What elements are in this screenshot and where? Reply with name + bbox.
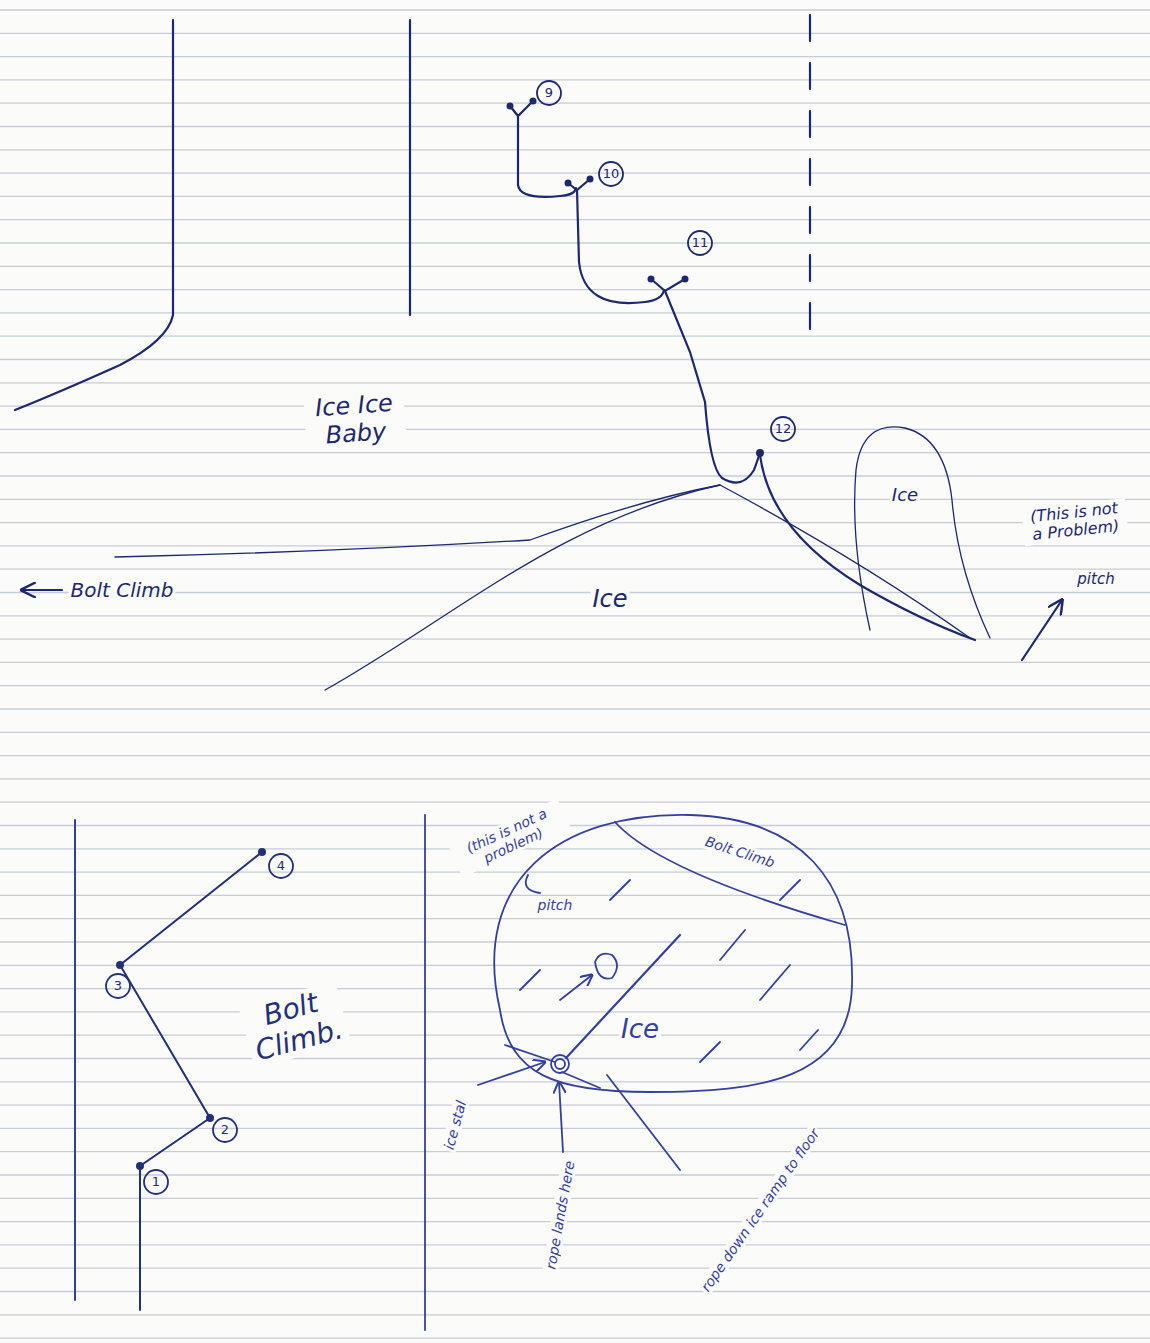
ruled-line: [0, 615, 1150, 616]
ruled-line: [0, 802, 1150, 803]
ruled-line: [0, 475, 1150, 476]
callout-number: 4: [277, 859, 285, 874]
ruled-line: [0, 1081, 1150, 1082]
ruled-line: [0, 1058, 1150, 1059]
ruled-line: [0, 1268, 1150, 1269]
ruled-line: [0, 965, 1150, 966]
ruled-line: [0, 522, 1150, 523]
callout-number: 2: [221, 1123, 229, 1138]
note: (this is not a problem): [449, 798, 570, 877]
ruled-line: [0, 825, 1150, 826]
ruled-line: [0, 1221, 1150, 1222]
ruled-line: [0, 895, 1150, 896]
ruled-line: [0, 1128, 1150, 1129]
ruled-line: [0, 1151, 1150, 1152]
route-name: Ice Ice Baby: [303, 389, 407, 451]
ruled-line: [0, 871, 1150, 872]
ruled-line: [0, 359, 1150, 360]
ruled-line: [0, 778, 1150, 779]
ruled-lines: [0, 10, 1150, 1338]
ruled-line: [0, 405, 1150, 406]
ruled-line: [0, 569, 1150, 570]
ruled-line: [0, 429, 1150, 430]
ruled-line: [0, 1035, 1150, 1036]
ruled-line: [0, 918, 1150, 919]
ruled-line: [0, 1198, 1150, 1199]
callout-number: 10: [603, 167, 620, 182]
route-name: Bolt Climb: [69, 579, 176, 602]
ruled-line: [0, 1337, 1150, 1338]
ice-label: Ice: [590, 586, 629, 614]
callout-number: 11: [692, 236, 709, 251]
route-name: Bolt Climb.: [238, 981, 351, 1069]
ruled-line: [0, 732, 1150, 733]
callout-number: 1: [152, 1175, 160, 1190]
bolt-dots: [507, 98, 765, 458]
ruled-line: [0, 941, 1150, 942]
ruled-line: [0, 1291, 1150, 1292]
route-name: Bolt Climb: [701, 833, 778, 872]
ruled-line: [0, 9, 1150, 10]
ruled-line: [0, 662, 1150, 663]
ruled-line: [0, 1104, 1150, 1105]
ice-label: Ice: [619, 1015, 661, 1045]
callout-number: 12: [775, 422, 792, 437]
ruled-line: [0, 848, 1150, 849]
ruled-line: [0, 1314, 1150, 1315]
ruled-line: [0, 685, 1150, 686]
chamber-plan: [425, 815, 852, 1330]
note: pitch: [1075, 571, 1116, 588]
note: pitch: [536, 897, 575, 913]
ruled-line: [0, 1244, 1150, 1245]
ruled-line: [0, 755, 1150, 756]
ruled-line: [0, 708, 1150, 709]
top-sketch: [15, 15, 1062, 690]
note: (This is not a Problem): [1021, 498, 1128, 545]
callout-circles: [537, 81, 795, 441]
bolt-climb-route: [75, 820, 262, 1310]
callout-number: 9: [545, 86, 553, 101]
ruled-line: [0, 545, 1150, 546]
ruled-line: [0, 336, 1150, 337]
ruled-line: [0, 638, 1150, 639]
ruled-line: [0, 1011, 1150, 1012]
ice-label: Ice: [890, 485, 920, 506]
ruled-line: [0, 452, 1150, 453]
ruled-line: [0, 382, 1150, 383]
callout-number: 3: [114, 979, 122, 994]
ruled-line: [0, 499, 1150, 500]
annotation: rope down ice ramp to floor: [696, 1124, 823, 1296]
